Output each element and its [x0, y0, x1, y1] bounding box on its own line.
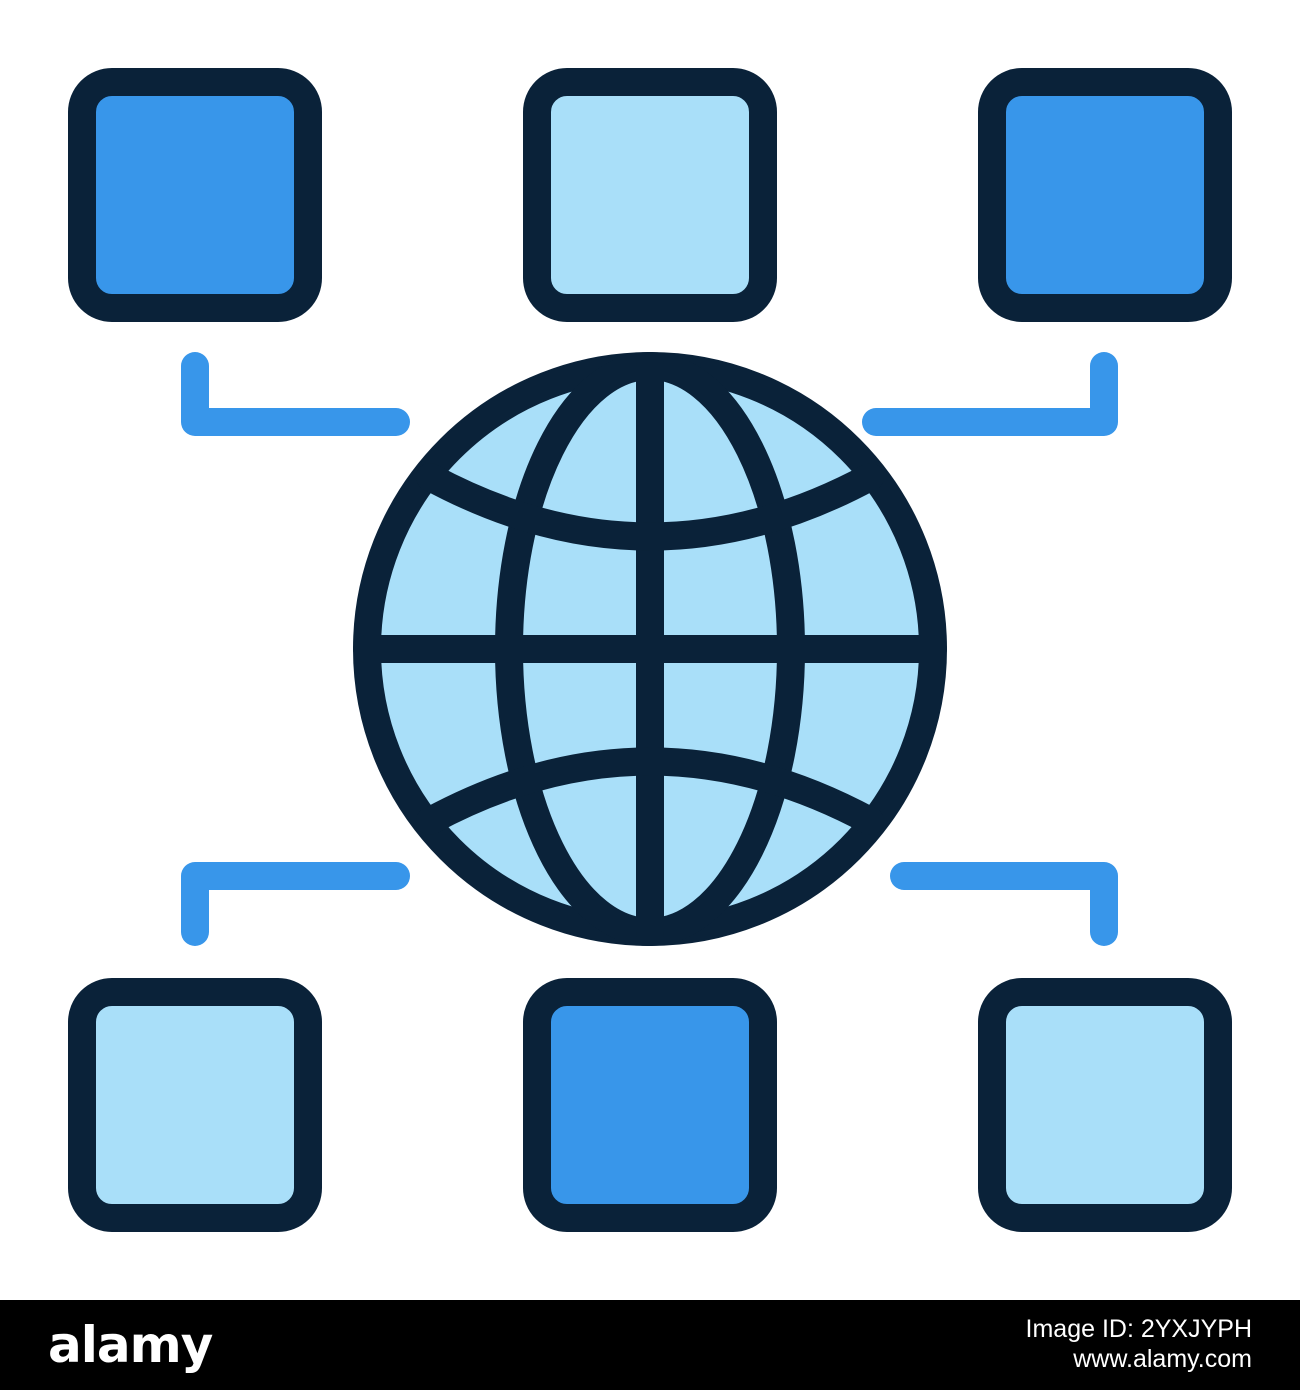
image-id-label: Image ID: 2YXJYPH — [1025, 1315, 1252, 1343]
connector-bottom-left — [181, 862, 410, 946]
node-square-top-center — [523, 68, 777, 322]
network-globe-illustration — [68, 68, 1232, 1232]
footer-info: Image ID: 2YXJYPH www.alamy.com — [1026, 1314, 1252, 1374]
node-square-bottom-center — [523, 978, 777, 1232]
site-url-link[interactable]: www.alamy.com — [1073, 1345, 1252, 1373]
node-square-bottom-left — [68, 978, 322, 1232]
connector-bottom-right — [890, 862, 1118, 946]
connector-top-left — [181, 352, 410, 436]
node-square-bottom-right — [978, 978, 1232, 1232]
node-square-top-right — [978, 68, 1232, 322]
brand-logo[interactable]: alamy — [48, 1316, 213, 1374]
globe-icon — [353, 352, 947, 946]
connector-top-right — [862, 352, 1118, 436]
footer-bar: alamy Image ID: 2YXJYPH www.alamy.com — [0, 1300, 1300, 1390]
node-square-top-left — [68, 68, 322, 322]
